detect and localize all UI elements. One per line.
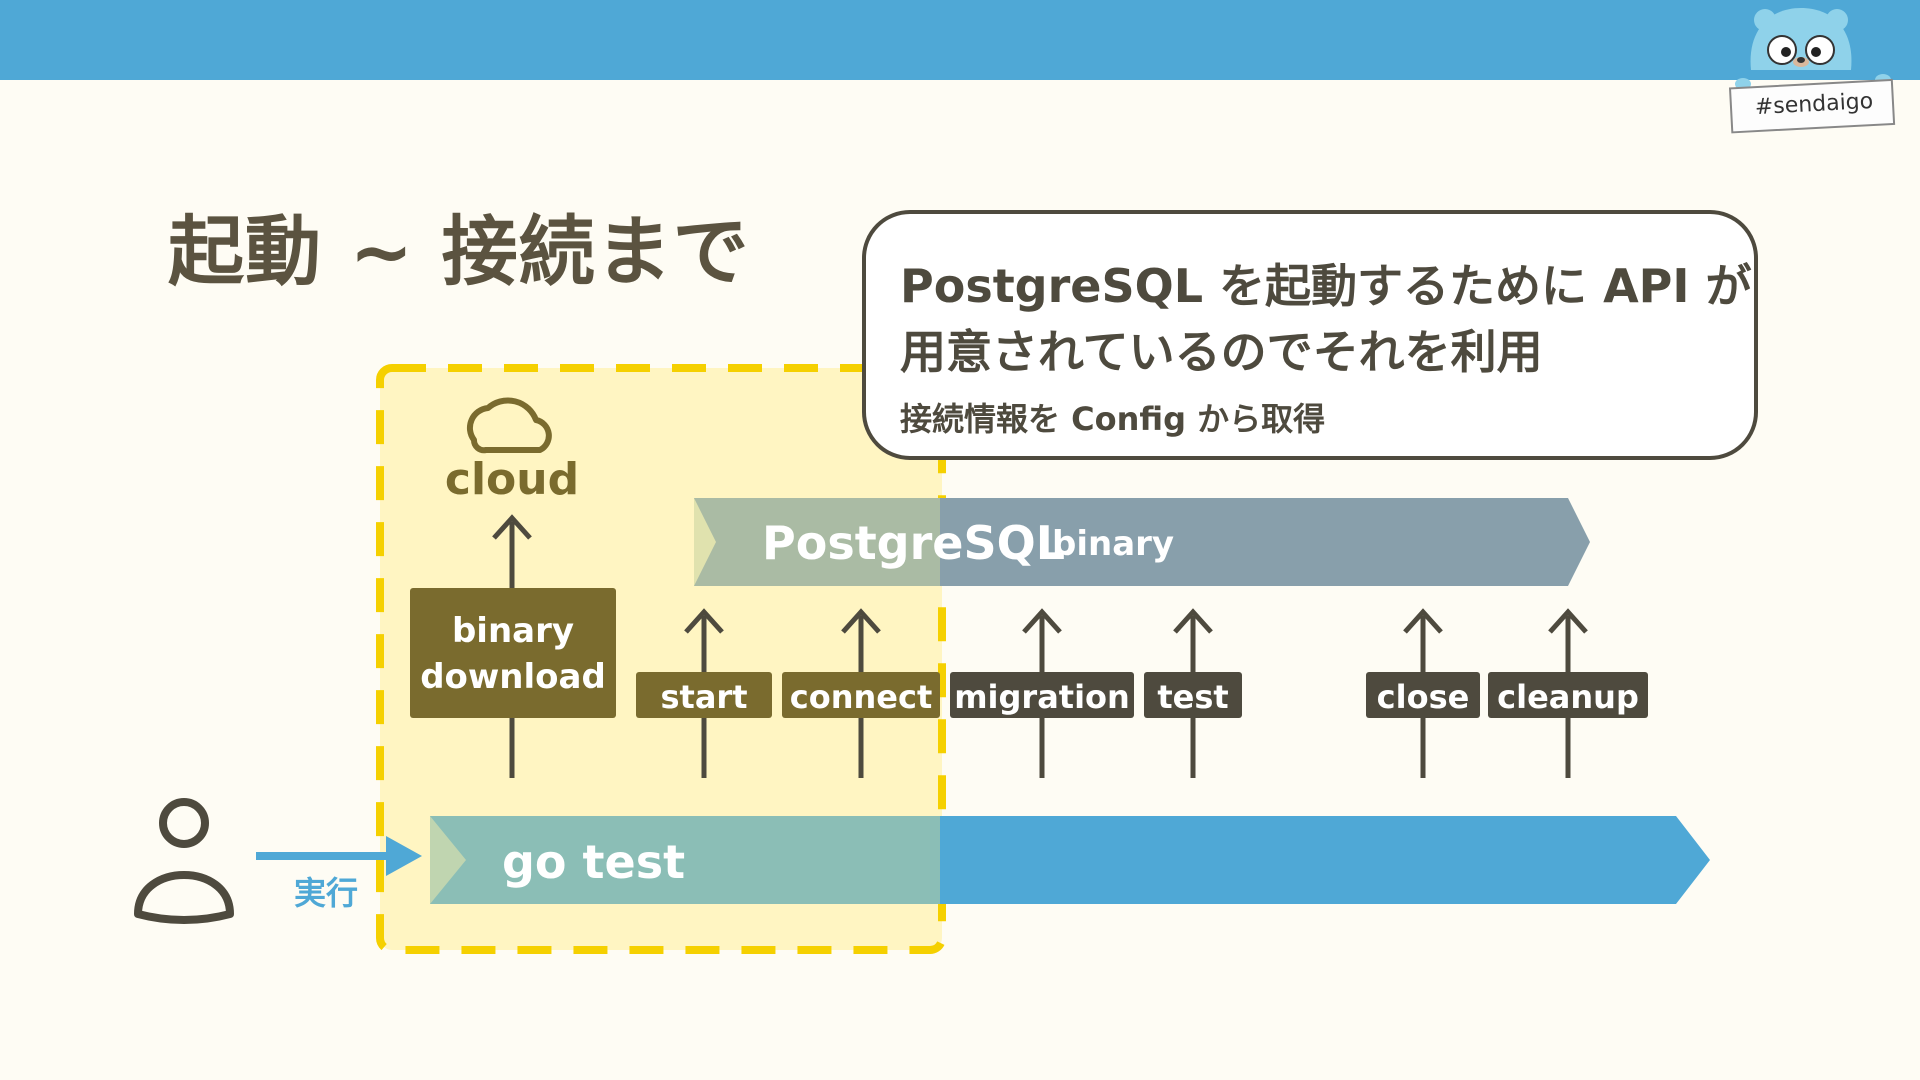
postgres-band-overlay <box>694 498 940 586</box>
callout-line-2: 用意されているのでそれを利用 <box>900 325 1543 379</box>
run-label: 実行 <box>294 874 358 912</box>
step-test: test <box>1144 608 1242 778</box>
gotest-band-overlay <box>430 816 940 904</box>
cloud-icon <box>466 397 552 454</box>
callout-box: PostgreSQL を起動するために API が 用意されているのでそれを利用… <box>862 210 1758 460</box>
step-label: cleanup <box>1497 678 1639 716</box>
step-cleanup: cleanup <box>1488 608 1648 778</box>
step-close: close <box>1366 608 1480 778</box>
step-label: migration <box>954 678 1130 716</box>
gotest-label: go test <box>502 835 685 889</box>
step-label: connect <box>790 678 932 716</box>
step-connect: connect <box>782 608 940 778</box>
top-bar <box>0 0 1920 80</box>
run-arrow-head <box>386 836 422 876</box>
cloud-label: cloud <box>445 454 579 505</box>
binary-download-label-1: binary <box>452 611 574 651</box>
user-icon <box>134 798 234 924</box>
postgres-sub-label: binary <box>1052 524 1174 564</box>
step-label: start <box>660 678 747 716</box>
step-migration: migration <box>950 608 1134 778</box>
step-label: close <box>1377 678 1470 716</box>
callout-line-1: PostgreSQL を起動するために API が <box>900 259 1752 313</box>
step-label: test <box>1157 678 1228 716</box>
slide-title: 起動 ~ 接続まで <box>168 207 750 296</box>
postgres-label: PostgreSQL <box>762 516 1065 570</box>
step-start: start <box>636 608 772 778</box>
gopher-mascot-icon <box>1728 8 1896 134</box>
binary-download-label-2: download <box>420 657 606 697</box>
binary-download-box <box>410 588 616 718</box>
callout-subtext: 接続情報を Config から取得 <box>900 400 1326 438</box>
download-arrow-head <box>492 514 532 540</box>
